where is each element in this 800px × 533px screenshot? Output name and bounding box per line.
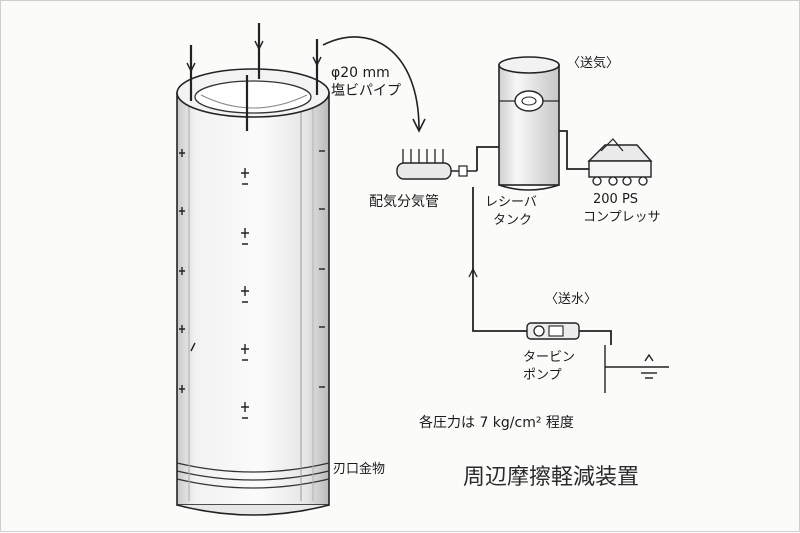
air-lines xyxy=(476,130,589,171)
pipe-route-arrow xyxy=(322,36,426,133)
receiver-tank xyxy=(498,56,560,191)
water-source xyxy=(604,345,669,393)
air-manifold xyxy=(396,149,477,180)
manifold-label: 配気分気管 xyxy=(369,194,439,210)
pump-label-line1: タービン xyxy=(523,350,575,365)
caisson-cylinder xyxy=(176,68,330,516)
compressor-label-line1: 200 PS xyxy=(593,192,638,207)
water-line xyxy=(468,187,612,345)
compressor xyxy=(587,138,653,186)
receiver-label-line2: タンク xyxy=(493,213,532,228)
pressure-note: 各圧力は 7 kg/cm² 程度 xyxy=(419,415,574,431)
pvc-pipe-label: 塩ビパイプ xyxy=(331,83,401,99)
pipe-dimension-label: φ20 mm xyxy=(331,65,390,81)
air-supply-label: 〈送気〉 xyxy=(567,55,619,71)
turbine-pump xyxy=(526,322,580,340)
diagram-caption: 周辺摩擦軽減装置 xyxy=(463,465,639,490)
compressor-label-line2: コンプレッサ xyxy=(583,210,661,225)
water-supply-label: 〈送水〉 xyxy=(545,292,597,307)
pvc-pipes xyxy=(186,23,322,131)
cutting-edge-label: 刃口金物 xyxy=(333,461,385,477)
nozzle-marks xyxy=(179,149,325,419)
pump-label-line2: ポンプ xyxy=(523,368,562,383)
receiver-label-line1: レシーバ xyxy=(485,195,537,210)
